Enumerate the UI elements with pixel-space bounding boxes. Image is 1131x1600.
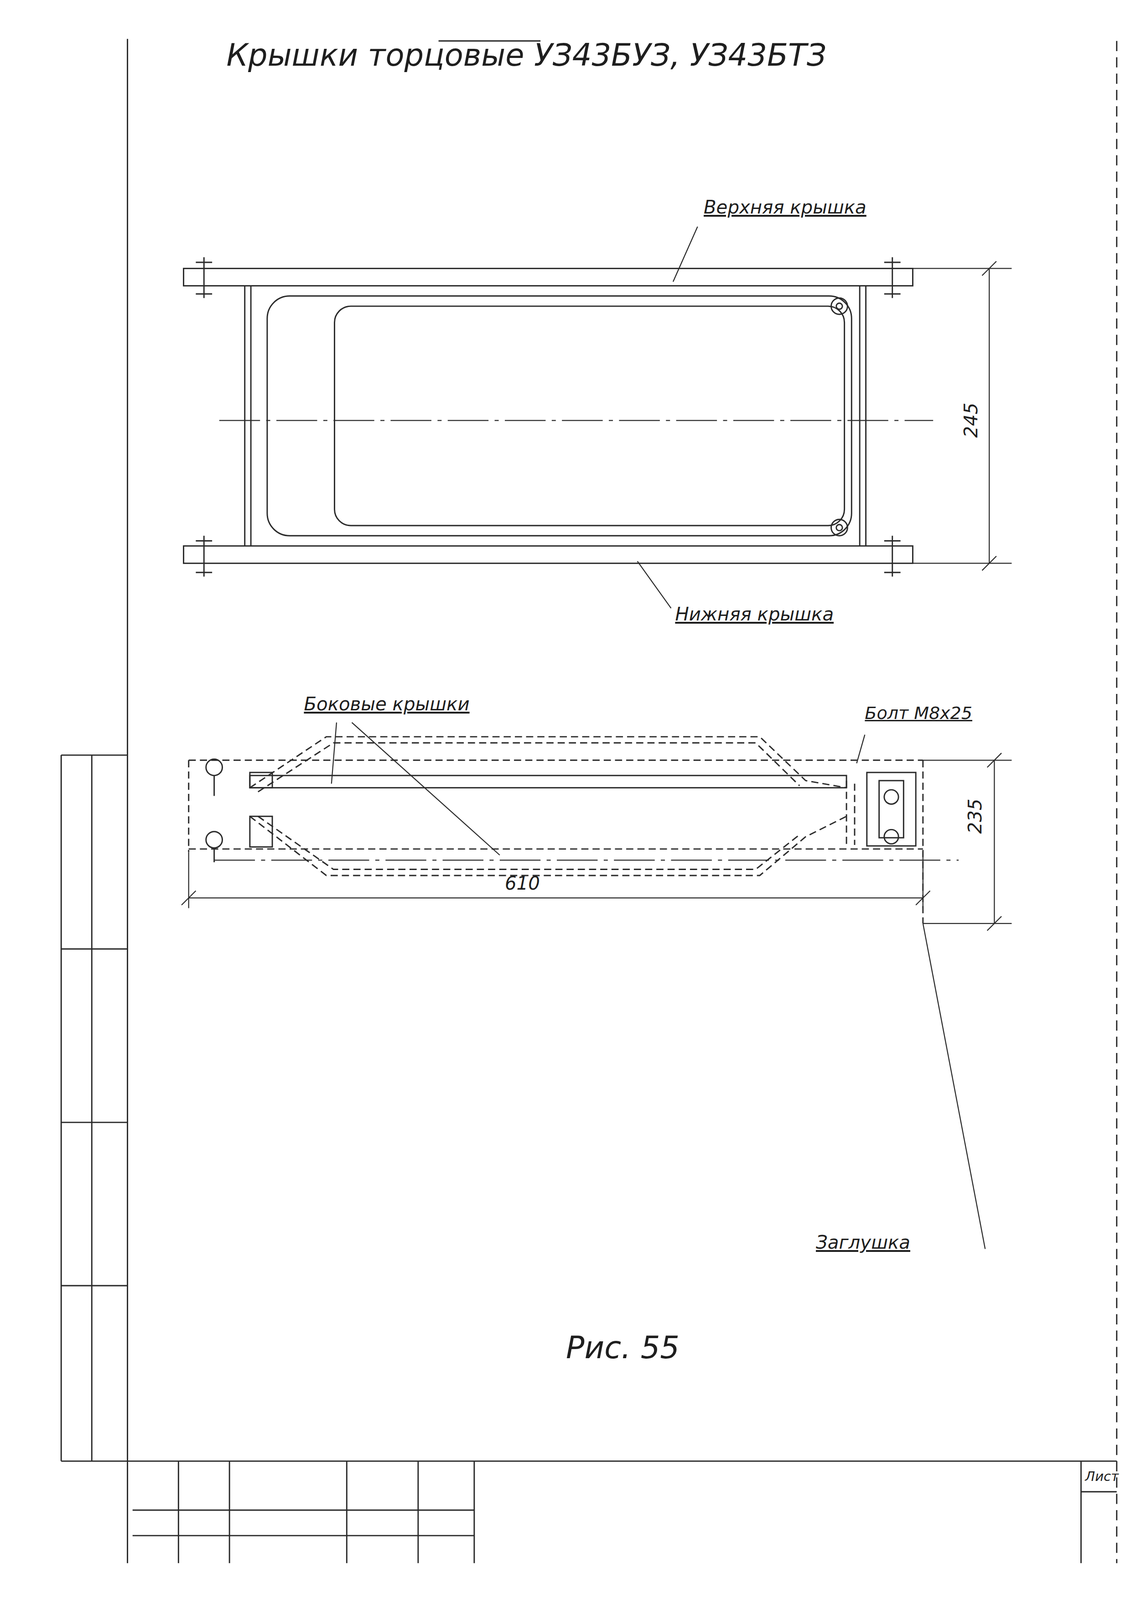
- part-label: Боковые крышки: [303, 693, 470, 714]
- figure-caption: Рис. 55: [565, 1330, 680, 1365]
- part-label: Лист: [1084, 1468, 1119, 1484]
- part-label: Болт М8х25: [864, 703, 973, 723]
- dimension-value: 245: [960, 402, 981, 438]
- dimension-value: 235: [964, 798, 986, 834]
- sheet-frame: [61, 38, 1117, 1563]
- part-label: Верхняя крышка: [703, 197, 867, 218]
- plan-view: [181, 722, 1012, 1249]
- dimension-value: 610: [504, 872, 540, 893]
- drawing-title: Крышки торцовые УЗ43БУЗ, УЗ43БТЗ: [226, 38, 826, 73]
- part-label: Заглушка: [815, 1231, 911, 1252]
- top-view: [183, 226, 1012, 608]
- part-label: Нижняя крышка: [674, 603, 834, 624]
